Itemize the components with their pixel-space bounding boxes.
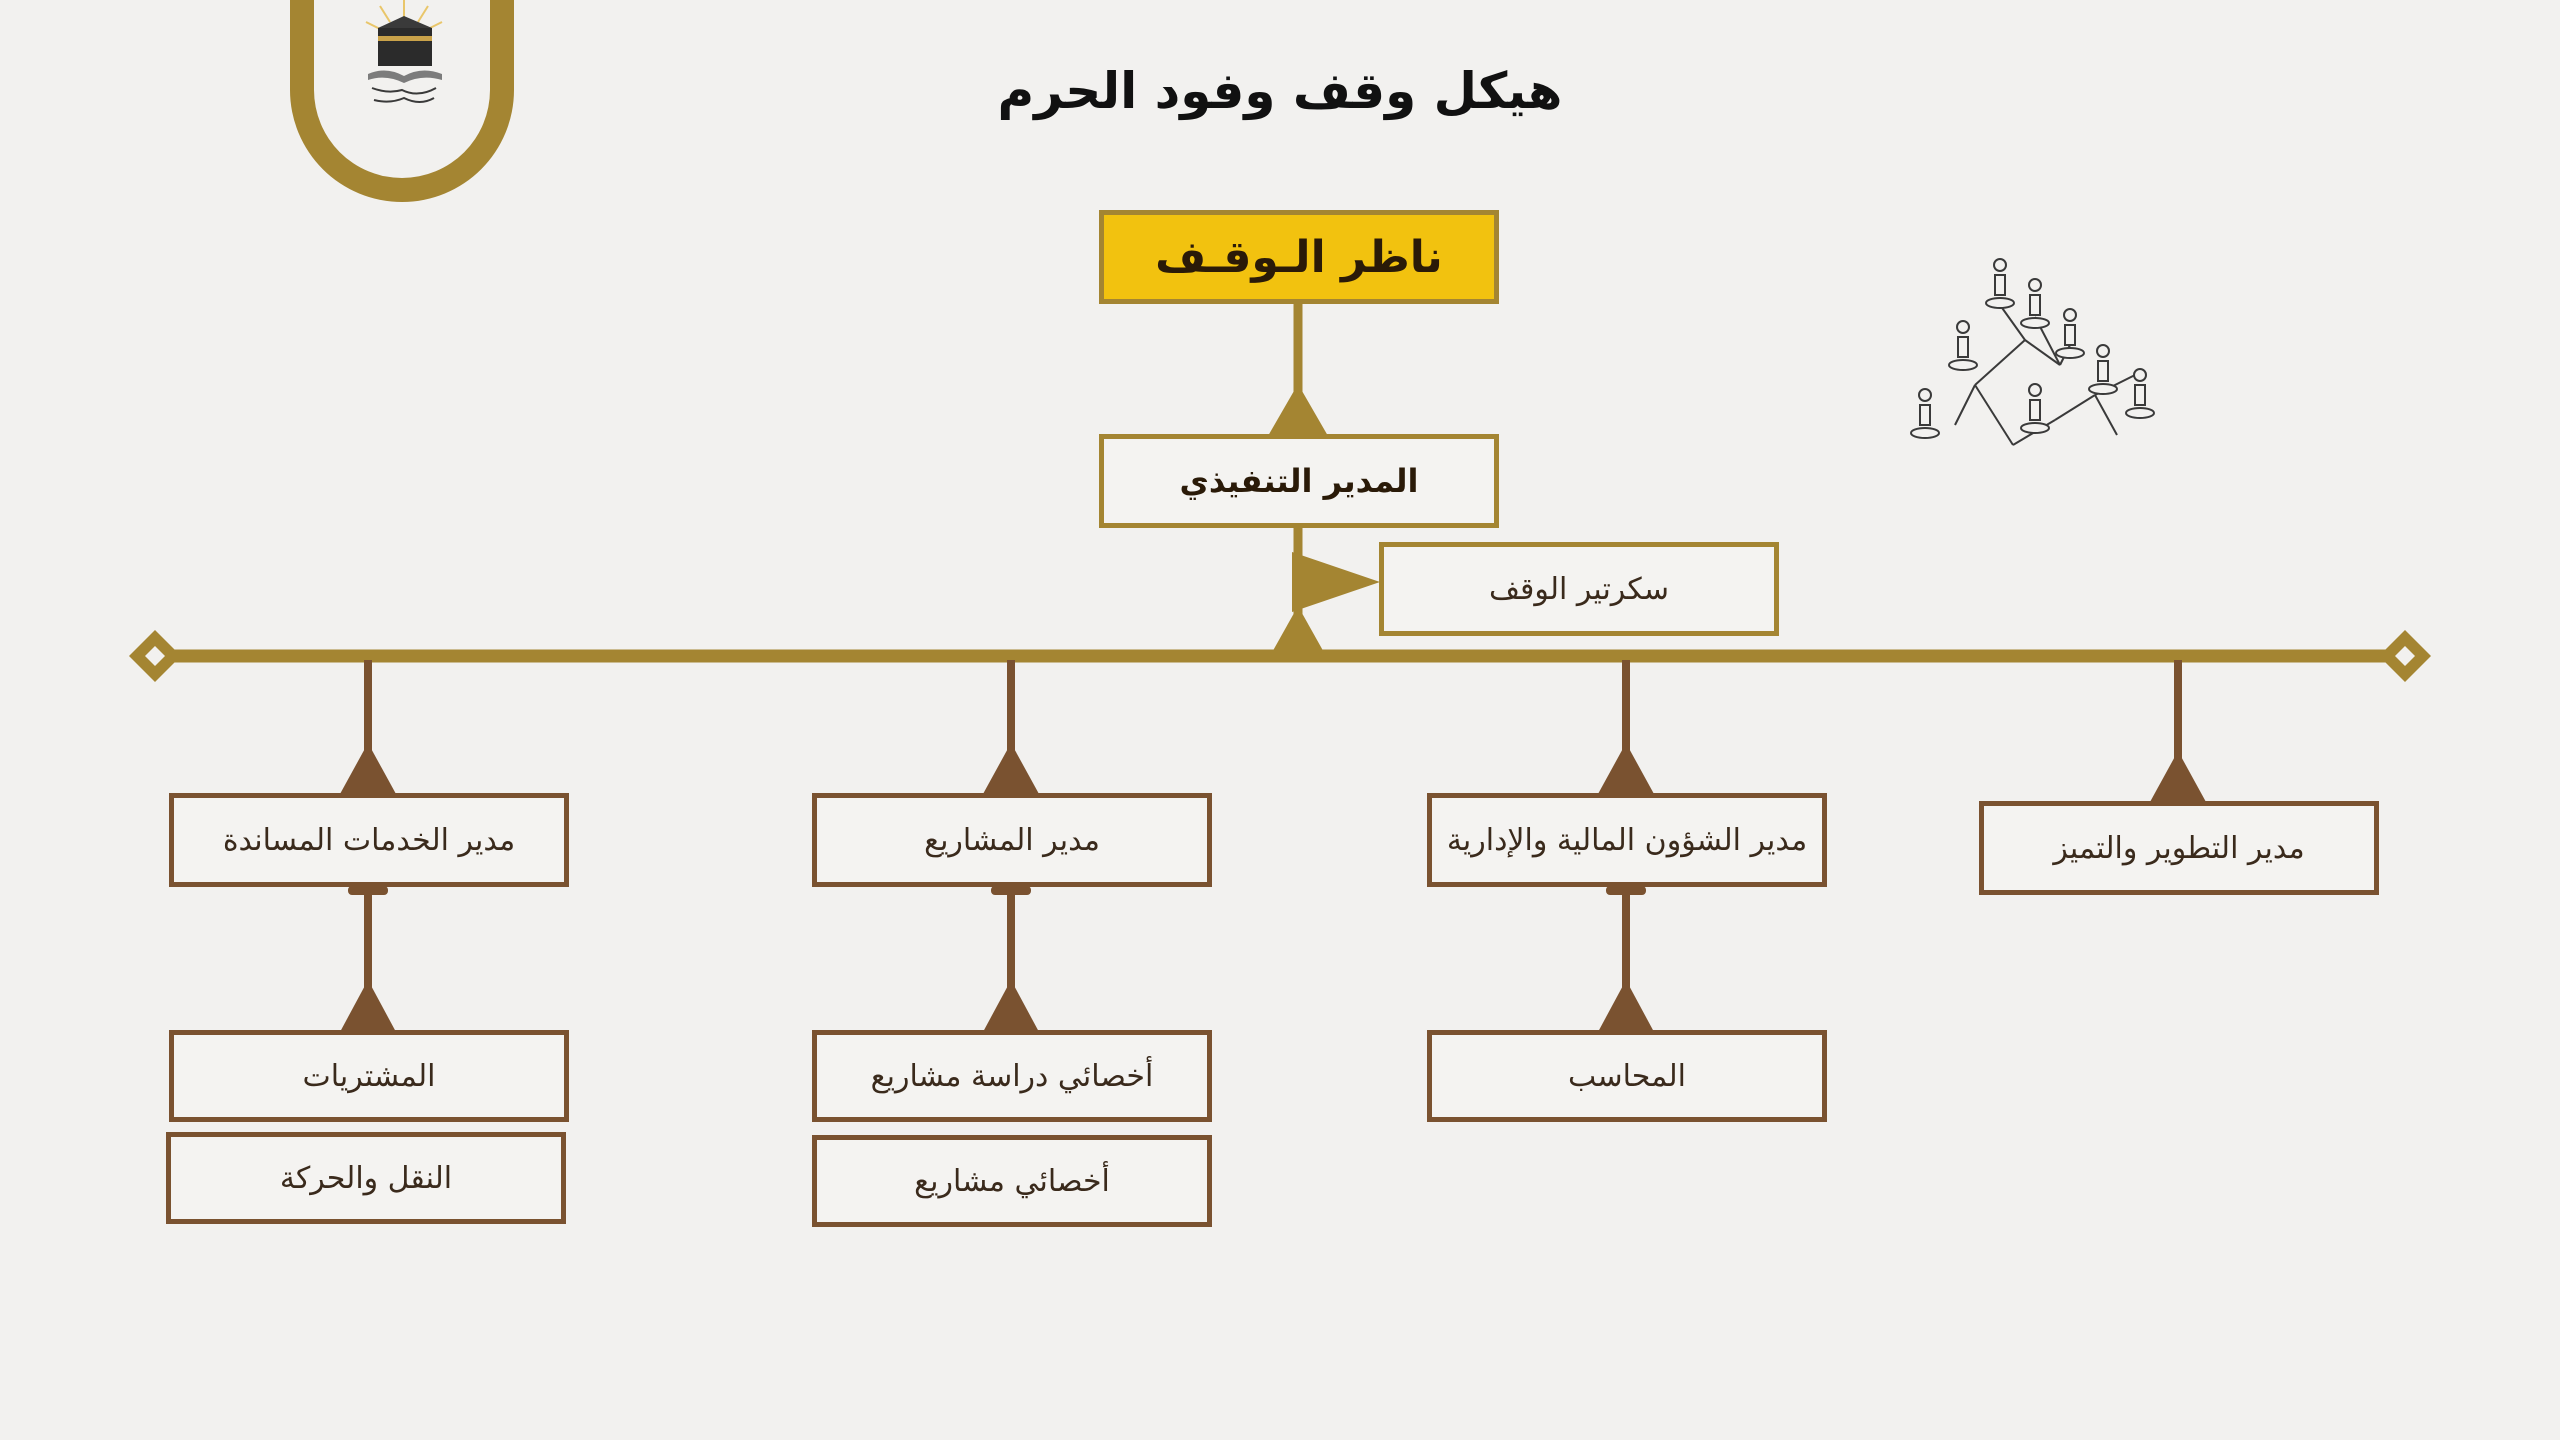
kaaba-logo-icon: [290, 0, 514, 202]
people-network-icon: [1910, 258, 2155, 446]
bar-end-right: [2379, 630, 2431, 682]
child-transport: النقل والحركة: [166, 1132, 566, 1224]
child-procurement: المشتريات: [169, 1030, 569, 1122]
manager-development: مدير التطوير والتميز: [1979, 801, 2379, 895]
child-drops: [364, 888, 1630, 990]
arrow-secretary: [1292, 552, 1380, 612]
root-box: ناظر الـوقـف: [1099, 210, 1499, 304]
page-title: هيكل وقف وفود الحرم: [997, 62, 1563, 120]
executive-box: المدير التنفيذي: [1099, 434, 1499, 528]
secretary-box: سكرتير الوقف: [1379, 542, 1779, 636]
child-project-study-specialist: أخصائي دراسة مشاريع: [812, 1030, 1212, 1122]
arrow-exec-bar: [1270, 606, 1326, 656]
bar-end-left: [129, 630, 181, 682]
manager-finance-admin: مدير الشؤون المالية والإدارية: [1427, 793, 1827, 887]
manager-projects: مدير المشاريع: [812, 793, 1212, 887]
manager-arrows: [340, 743, 2206, 802]
logo: [282, 0, 522, 204]
network-decoration: [1895, 245, 2175, 465]
arrow-root-exec: [1268, 384, 1328, 436]
child-project-specialist: أخصائي مشاريع: [812, 1135, 1212, 1227]
child-accountant: المحاسب: [1427, 1030, 1827, 1122]
child-arrows: [340, 980, 1654, 1032]
manager-drops: [364, 660, 2182, 768]
child-caps: [348, 886, 1646, 895]
manager-support-services: مدير الخدمات المساندة: [169, 793, 569, 887]
